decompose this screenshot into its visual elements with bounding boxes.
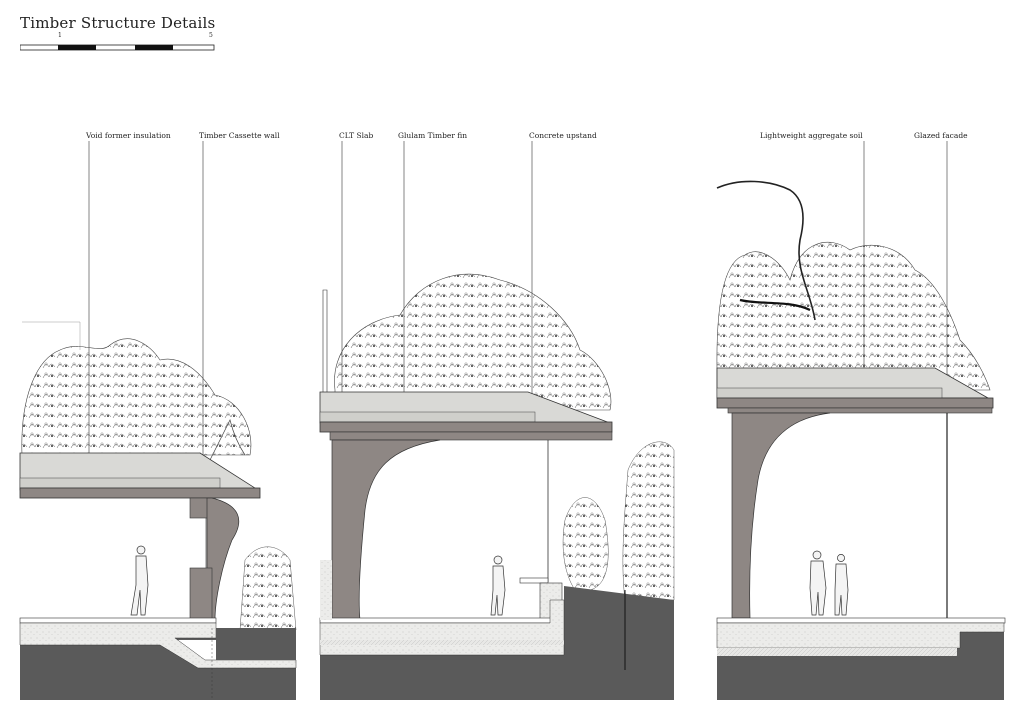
label-glulam-timber-fin: Glulam Timber fin — [398, 131, 468, 140]
scale-bar-graphic — [20, 44, 215, 51]
label-void-former-insulation: Void former insulation — [86, 131, 171, 140]
label-glazed-facade: Glazed facade — [914, 131, 968, 140]
label-concrete-upstand: Concrete upstand — [529, 131, 597, 140]
section-1-drawing — [19, 321, 297, 700]
section-2-drawing — [319, 273, 675, 700]
scale-end-label: 5 — [209, 32, 213, 39]
section-3-drawing — [716, 180, 1006, 700]
label-lightweight-aggregate-soil: Lightweight aggregate soil — [760, 131, 863, 140]
label-clt-slab: CLT Slab — [339, 131, 374, 140]
page-title: Timber Structure Details — [20, 14, 216, 32]
scale-start-label: 1 — [58, 32, 62, 39]
label-timber-cassette-wall: Timber Cassette wall — [199, 131, 280, 140]
